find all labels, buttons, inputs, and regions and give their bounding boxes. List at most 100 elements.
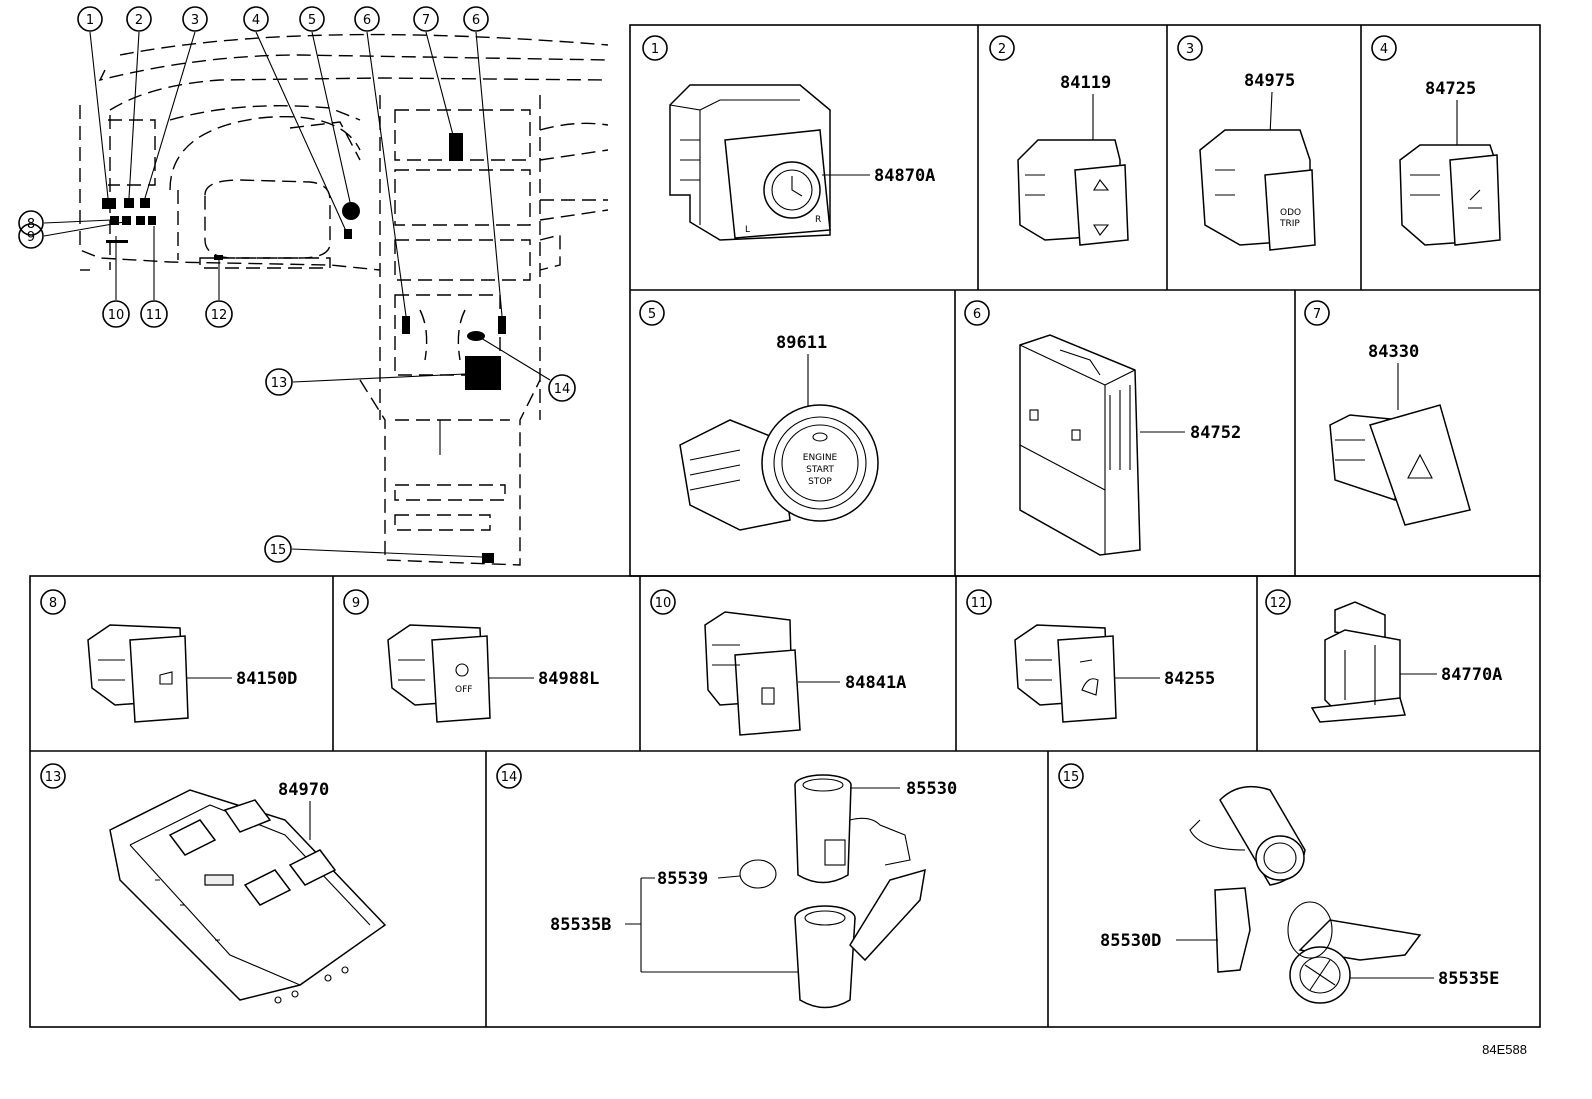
overview-callout-2: 2	[126, 6, 152, 32]
cell-11: 11 84255	[966, 589, 1215, 723]
overview-callout-11: 11	[140, 300, 168, 328]
overview-callout-13: 13	[265, 368, 293, 396]
svg-text:ODO: ODO	[1280, 208, 1301, 218]
cell-5: 5 89611 ENGINE START STOP	[639, 300, 879, 531]
part-number: 85530	[906, 779, 957, 799]
cell-15: 15 85530D 85535E	[1058, 763, 1499, 1004]
part-number: 84255	[1164, 669, 1215, 689]
svg-text:R: R	[815, 215, 821, 225]
part-number: 84870A	[874, 166, 935, 186]
cell-4: 4 84725	[1371, 35, 1501, 246]
cell-9: 9 OFF 84988L	[343, 589, 599, 723]
overview-callout-6a: 6	[354, 6, 380, 32]
switch-84725-drawing	[1399, 144, 1501, 246]
part-number: 84150D	[236, 669, 297, 689]
overview-callout-1: 1	[77, 6, 103, 32]
part-number: 84119	[1060, 73, 1111, 93]
parts-grid-lines	[29, 24, 1541, 1028]
svg-text:9: 9	[352, 596, 360, 611]
overview-callout-5: 5	[299, 6, 325, 32]
switch-84770A-drawing	[1310, 601, 1406, 723]
socket-85535B-drawing	[794, 868, 926, 1009]
svg-text:3: 3	[191, 13, 199, 28]
svg-text:12: 12	[211, 308, 228, 323]
svg-text:L: L	[745, 225, 750, 235]
cell-8: 8 84150D	[40, 589, 297, 723]
switch-84752-drawing	[1019, 334, 1141, 556]
svg-text:4: 4	[252, 13, 260, 28]
engine-start-button-drawing: ENGINE START STOP	[679, 404, 879, 531]
socket-85535E-drawing	[1287, 901, 1422, 1004]
svg-text:7: 7	[1313, 307, 1321, 322]
svg-text:8: 8	[49, 596, 57, 611]
cell-13: 13 84970	[40, 763, 387, 1004]
svg-text:2: 2	[998, 42, 1006, 57]
svg-text:2: 2	[135, 13, 143, 28]
overview-callout-10: 10	[102, 300, 130, 328]
part-number: 85530D	[1100, 931, 1161, 951]
svg-text:4: 4	[1380, 42, 1388, 57]
svg-text:9: 9	[27, 230, 35, 245]
svg-text:10: 10	[655, 596, 672, 611]
part-number: 84330	[1368, 342, 1419, 362]
svg-text:6: 6	[973, 307, 981, 322]
svg-text:13: 13	[271, 376, 288, 391]
part-number: 85535E	[1438, 969, 1499, 989]
overview-callout-7: 7	[413, 6, 439, 32]
svg-text:STOP: STOP	[808, 477, 832, 487]
cell-14: 14 85530 85539 85535B	[496, 763, 957, 1009]
cell-6: 6 84752	[964, 300, 1241, 556]
svg-text:5: 5	[648, 307, 656, 322]
svg-text:TRIP: TRIP	[1279, 219, 1300, 229]
svg-text:7: 7	[422, 13, 430, 28]
part-number: 84841A	[845, 673, 906, 693]
socket-85530D-drawing	[1189, 785, 1306, 973]
part-number: 84770A	[1441, 665, 1502, 685]
hazard-switch-drawing	[1329, 404, 1471, 526]
svg-text:ENGINE: ENGINE	[803, 453, 838, 463]
svg-text:START: START	[806, 465, 834, 475]
socket-85530-drawing	[794, 774, 911, 884]
switch-84150D-drawing	[87, 624, 189, 723]
svg-text:14: 14	[554, 382, 571, 397]
part-number: 84988L	[538, 669, 599, 689]
cell-10: 10 84841A	[650, 589, 906, 736]
part-number: 84970	[278, 780, 329, 800]
svg-text:5: 5	[308, 13, 316, 28]
overview-callout-3: 3	[182, 6, 208, 32]
svg-text:6: 6	[363, 13, 371, 28]
dashboard-overview: 1 2 3 4 5 6 7 6 8 9 10 11 12 13 14 15	[18, 6, 609, 566]
window-switch-drawing	[109, 789, 387, 1004]
part-number: 84725	[1425, 79, 1476, 99]
fuel-lid-switch-drawing	[704, 611, 801, 736]
cell-12: 12 84770A	[1265, 589, 1502, 723]
svg-text:6: 6	[472, 13, 480, 28]
svg-text:14: 14	[501, 770, 518, 785]
overview-callout-12: 12	[205, 300, 233, 328]
switch-84975-drawing: ODO TRIP	[1199, 129, 1316, 251]
svg-text:11: 11	[146, 308, 163, 323]
svg-text:10: 10	[108, 308, 125, 323]
cell-7: 7 84330	[1304, 300, 1471, 526]
svg-text:13: 13	[45, 770, 62, 785]
figure-reference: 84E588	[1482, 1042, 1527, 1057]
svg-text:1: 1	[86, 13, 94, 28]
mirror-switch-drawing: LR	[669, 84, 831, 241]
part-number: 85535B	[550, 915, 611, 935]
overview-callout-4: 4	[243, 6, 269, 32]
switch-84988L-drawing: OFF	[387, 624, 491, 723]
overview-callout-15: 15	[264, 535, 292, 563]
svg-text:12: 12	[1270, 596, 1287, 611]
overview-callout-14: 14	[548, 374, 576, 402]
svg-text:1: 1	[651, 42, 659, 57]
cell-2: 2 84119	[989, 35, 1129, 246]
part-number: 84975	[1244, 71, 1295, 91]
oring-85539-drawing	[739, 859, 777, 889]
cell-3: 3 84975 ODO TRIP	[1177, 35, 1316, 251]
svg-text:15: 15	[270, 543, 287, 558]
switch-84119-drawing	[1017, 139, 1129, 246]
part-number: 89611	[776, 333, 827, 353]
part-number: 84752	[1190, 423, 1241, 443]
